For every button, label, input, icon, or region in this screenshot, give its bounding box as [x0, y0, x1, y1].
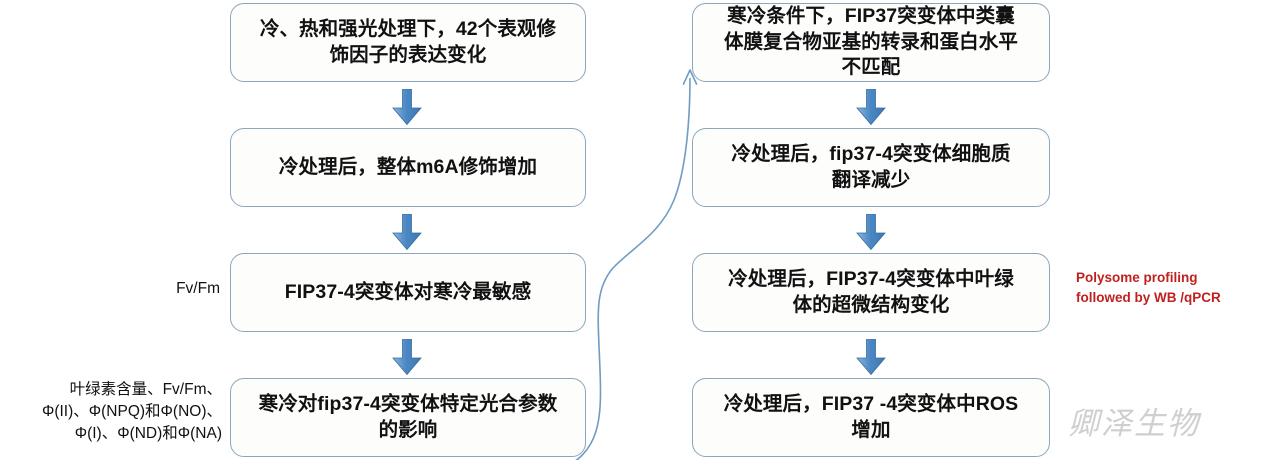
- flow-box-left-3-label: FIP37-4突变体对寒冷最敏感: [284, 280, 532, 303]
- annotation-method-note: Polysome profiling followed by WB /qPCR: [1076, 270, 1221, 305]
- arrow-down-icon: [856, 89, 886, 125]
- arrow-down-icon: [392, 89, 422, 125]
- flow-box-right-4-label: 冷处理后，FIP37 -4突变体中ROS 增加: [723, 392, 1019, 441]
- flow-box-right-4[interactable]: 冷处理后，FIP37 -4突变体中ROS 增加: [692, 378, 1050, 457]
- flow-box-left-4[interactable]: 寒冷对fip37-4突变体特定光合参数 的影响: [230, 378, 586, 457]
- arrow-down-icon: [392, 339, 422, 375]
- flow-box-right-1-label: 寒冷条件下，FIP37突变体中类囊 体膜复合物亚基的转录和蛋白水平 不匹配: [723, 4, 1018, 79]
- flow-box-right-2-label: 冷处理后，fip37-4突变体细胞质 翻译减少: [731, 142, 1011, 191]
- flow-box-left-2-label: 冷处理后，整体m6A修饰增加: [278, 155, 538, 178]
- flow-box-right-1[interactable]: 寒冷条件下，FIP37突变体中类囊 体膜复合物亚基的转录和蛋白水平 不匹配: [692, 3, 1050, 82]
- flow-box-left-4-label: 寒冷对fip37-4突变体特定光合参数 的影响: [258, 392, 558, 441]
- flow-box-left-2[interactable]: 冷处理后，整体m6A修饰增加: [230, 128, 586, 207]
- arrow-down-icon: [392, 214, 422, 250]
- watermark: 卿泽生物: [1068, 406, 1200, 442]
- arrow-down-icon: [856, 339, 886, 375]
- arrow-down-icon: [856, 214, 886, 250]
- flow-box-left-1-label: 冷、热和强光处理下，42个表观修 饰因子的表达变化: [259, 17, 557, 66]
- flow-box-right-3[interactable]: 冷处理后，FIP37-4突变体中叶绿 体的超微结构变化: [692, 253, 1050, 332]
- flow-box-right-2[interactable]: 冷处理后，fip37-4突变体细胞质 翻译减少: [692, 128, 1050, 207]
- flow-box-left-1[interactable]: 冷、热和强光处理下，42个表观修 饰因子的表达变化: [230, 3, 586, 82]
- annotation-photosynthetic-parameters: 叶绿素含量、Fv/Fm、 Φ(II)、Φ(NPQ)和Φ(NO)、 Φ(I)、Φ(…: [41, 381, 222, 442]
- flow-box-right-3-label: 冷处理后，FIP37-4突变体中叶绿 体的超微结构变化: [728, 267, 1014, 316]
- flow-box-left-3[interactable]: FIP37-4突变体对寒冷最敏感: [230, 253, 586, 332]
- annotation-fvfm: Fv/Fm: [176, 280, 220, 297]
